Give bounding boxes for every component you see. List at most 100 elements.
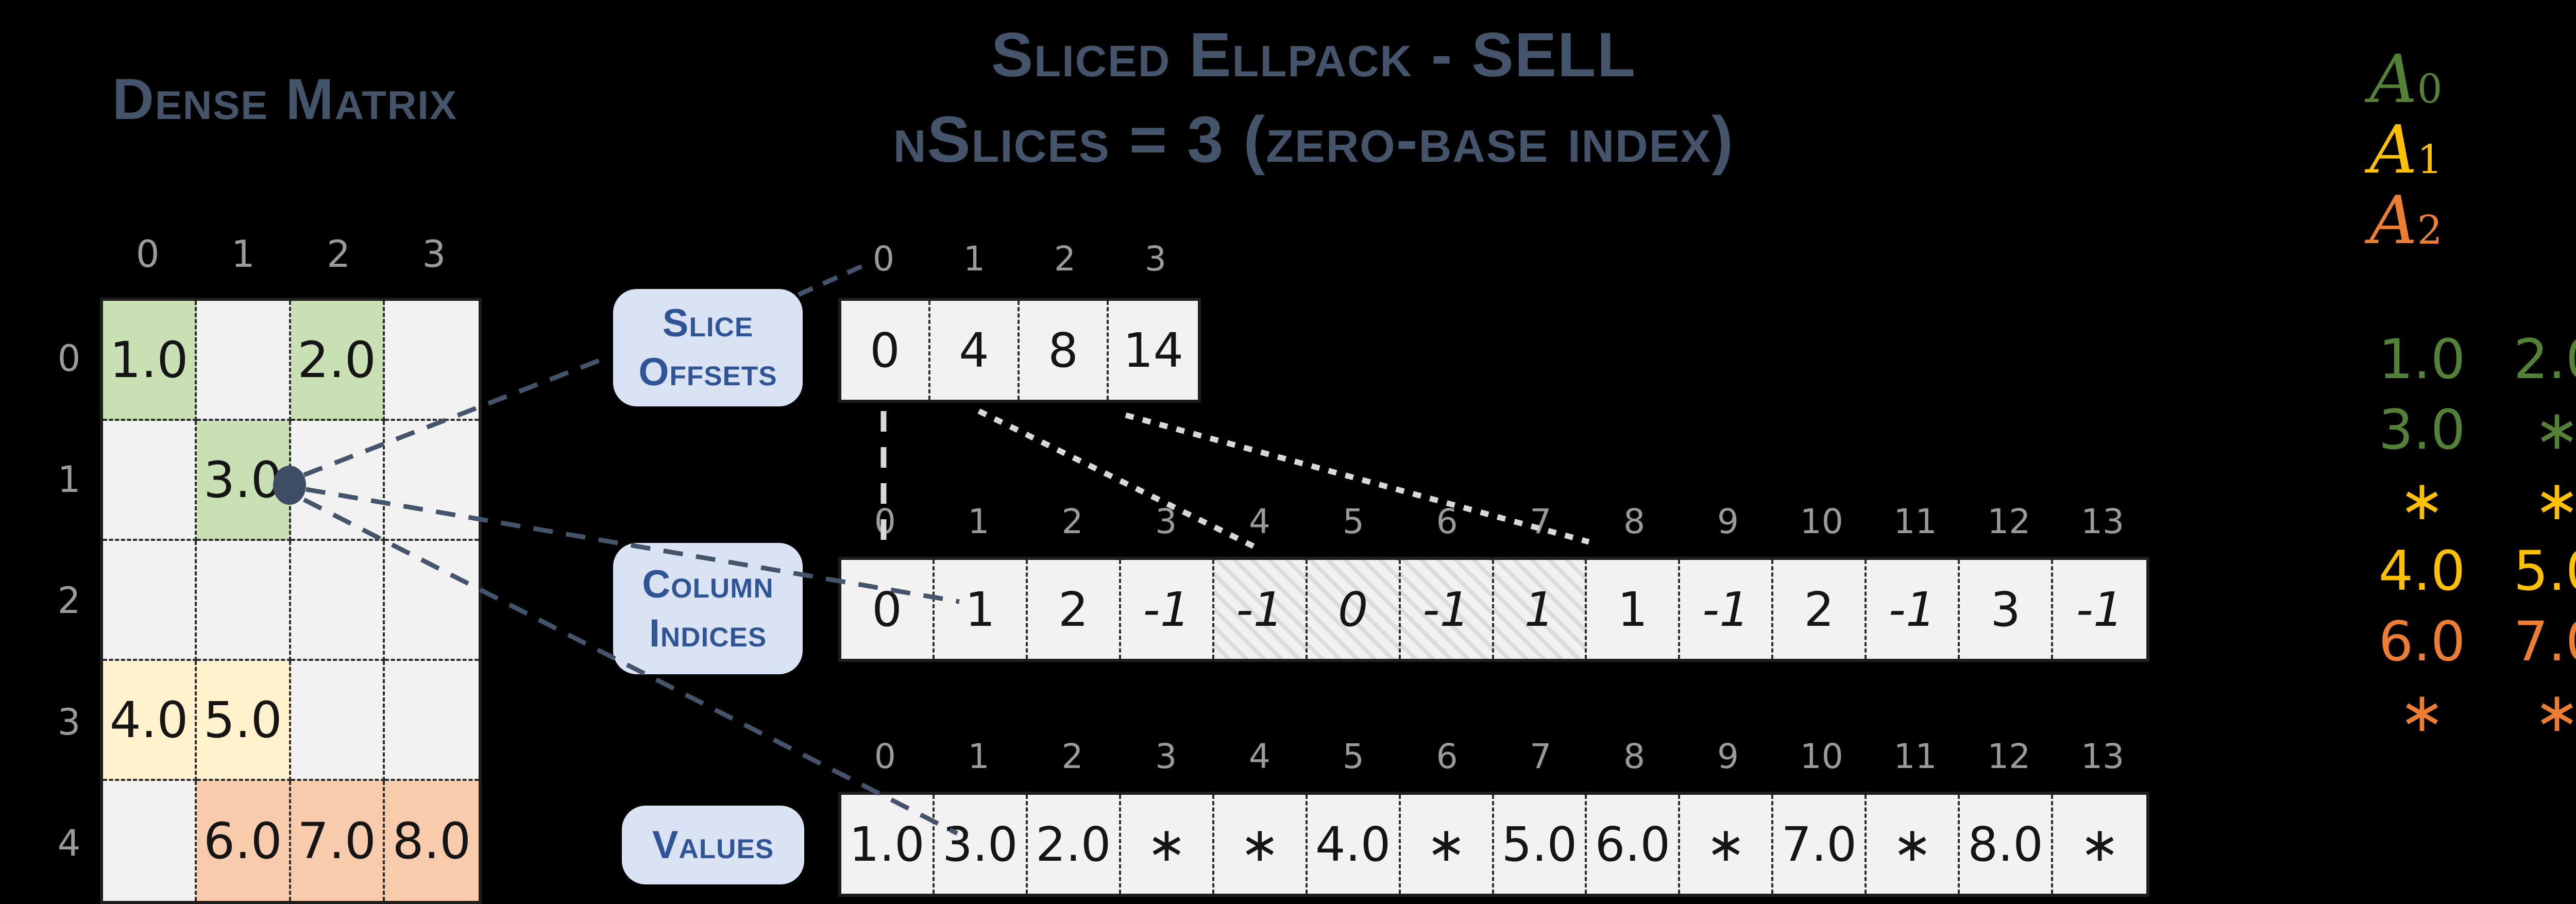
dense-cell: 5.0 — [197, 661, 291, 781]
index-header: 3 — [1155, 736, 1177, 776]
index-header: 6 — [1436, 501, 1458, 541]
values-cell: ∗ — [1121, 795, 1214, 894]
slice-value: ∗ — [2534, 680, 2576, 744]
slice-value: 3.0 — [2378, 398, 2466, 462]
dense-matrix-grid: 1.0 2.0 3.0 4.0 5.0 6.0 7.0 8.0 — [100, 298, 482, 904]
dense-col-header: 3 — [422, 232, 446, 276]
values-cell: 3.0 — [934, 795, 1028, 894]
dense-cell — [384, 301, 479, 421]
slice-offsets-cell: 14 — [1109, 301, 1198, 400]
slice-offsets-label-line1: Slice — [662, 301, 754, 345]
index-header: 11 — [1893, 501, 1937, 541]
column-indices-headers: 0 1 2 3 4 5 6 7 8 9 10 11 12 13 — [838, 501, 2149, 542]
column-indices-cell: 0 — [1307, 560, 1401, 659]
index-header: 2 — [1054, 238, 1076, 279]
index-header: 1 — [968, 736, 990, 776]
dense-col-headers: 0 1 2 3 — [100, 231, 482, 277]
slice-value: ∗ — [2399, 469, 2445, 532]
index-header: 9 — [1717, 736, 1739, 776]
main-title: Sliced Ellpack - SELL nSlices = 3 (zero-… — [644, 13, 1984, 183]
values-cell: 1.0 — [841, 795, 935, 894]
index-header: 12 — [1987, 501, 2031, 541]
slice2-row0: 6.0 7.0 8.0 — [2354, 606, 2576, 677]
index-header: 0 — [874, 501, 896, 541]
column-indices-cell: -1 — [1867, 560, 1960, 659]
values-label-text: Values — [652, 823, 774, 867]
index-header: 12 — [1987, 736, 2031, 776]
column-indices-array: 0 1 2 -1 -1 0 -1 1 1 -1 2 -1 3 -1 — [838, 557, 2149, 662]
index-header: 8 — [1623, 501, 1646, 541]
index-header: 0 — [873, 238, 894, 279]
dense-cell: 6.0 — [197, 781, 291, 901]
slice-offsets-cell: 4 — [930, 301, 1020, 400]
index-header: 13 — [2081, 736, 2125, 776]
slice1-row1: 4.0 5.0 — [2354, 536, 2576, 606]
column-indices-label-line2: Indices — [649, 611, 767, 655]
dense-row-header: 0 — [57, 337, 81, 380]
dense-cell: 1.0 — [103, 301, 197, 421]
column-indices-label-line1: Column — [642, 562, 774, 606]
values-cell: ∗ — [1867, 795, 1960, 894]
values-cell: ∗ — [1680, 795, 1774, 894]
slice-value: 6.0 — [2378, 610, 2466, 673]
dense-cell — [197, 541, 291, 661]
dense-row-header: 2 — [57, 579, 81, 622]
dense-cell: 2.0 — [291, 301, 385, 421]
index-header: 10 — [1800, 501, 1843, 541]
column-indices-cell: 1 — [1494, 560, 1587, 659]
slice-value: 1.0 — [2378, 328, 2466, 391]
slice-offsets-label-line2: Offsets — [638, 350, 777, 394]
values-label: Values — [622, 806, 804, 884]
values-cell: 7.0 — [1773, 795, 1867, 894]
dense-cell: 3.0 — [197, 421, 291, 541]
index-header: 8 — [1623, 736, 1646, 776]
slice-value: 4.0 — [2378, 539, 2466, 603]
index-header: 4 — [1249, 501, 1271, 541]
index-header: 7 — [1530, 736, 1552, 776]
column-indices-cell: 2 — [1773, 560, 1867, 659]
dense-cell — [291, 541, 385, 661]
dense-cell: 8.0 — [384, 781, 479, 901]
values-cell: 6.0 — [1587, 795, 1681, 894]
column-indices-cell: -1 — [2053, 560, 2146, 659]
index-header: 2 — [1061, 736, 1083, 776]
dense-cell — [384, 421, 479, 541]
dense-cell: 4.0 — [103, 661, 197, 781]
dense-row-header: 4 — [57, 822, 81, 865]
index-header: 5 — [1342, 501, 1364, 541]
dense-cell — [384, 661, 479, 781]
main-title-line2: nSlices = 3 (zero-base index) — [893, 103, 1735, 176]
index-header: 3 — [1145, 238, 1166, 279]
slice-offsets-array: 0 4 8 14 — [838, 298, 1201, 403]
slice-offsets-cell: 8 — [1020, 301, 1109, 400]
dense-cell — [384, 541, 479, 661]
dense-col-header: 2 — [327, 232, 351, 276]
index-header: 0 — [874, 736, 896, 776]
column-indices-cell: 3 — [1960, 560, 2054, 659]
dense-row-header: 3 — [57, 701, 81, 743]
index-header: 9 — [1717, 501, 1739, 541]
slice-offsets-label: Slice Offsets — [613, 289, 803, 406]
column-indices-cell: -1 — [1214, 560, 1308, 659]
dense-matrix-title: Dense Matrix — [112, 67, 457, 131]
index-header: 11 — [1893, 736, 1937, 776]
slice-offsets-headers: 0 1 2 3 — [838, 238, 1201, 279]
column-indices-cell: 1 — [1587, 560, 1681, 659]
dense-col-header: 0 — [135, 232, 160, 276]
dense-cell — [103, 541, 197, 661]
values-cell: ∗ — [1400, 795, 1494, 894]
dense-cell — [291, 421, 385, 541]
index-header: 6 — [1436, 736, 1458, 776]
values-cell: 8.0 — [1960, 795, 2054, 894]
slice-value: ∗ — [2534, 398, 2576, 462]
dense-row-headers: 0 1 2 3 4 — [49, 298, 89, 904]
slice1-row0: ∗ ∗ — [2354, 465, 2576, 536]
dense-cell — [103, 781, 197, 901]
values-array: 1.0 3.0 2.0 ∗ ∗ 4.0 ∗ 5.0 6.0 ∗ 7.0 ∗ 8.… — [838, 792, 2149, 897]
column-indices-cell: 1 — [934, 560, 1028, 659]
slice-value: 2.0 — [2513, 328, 2576, 391]
